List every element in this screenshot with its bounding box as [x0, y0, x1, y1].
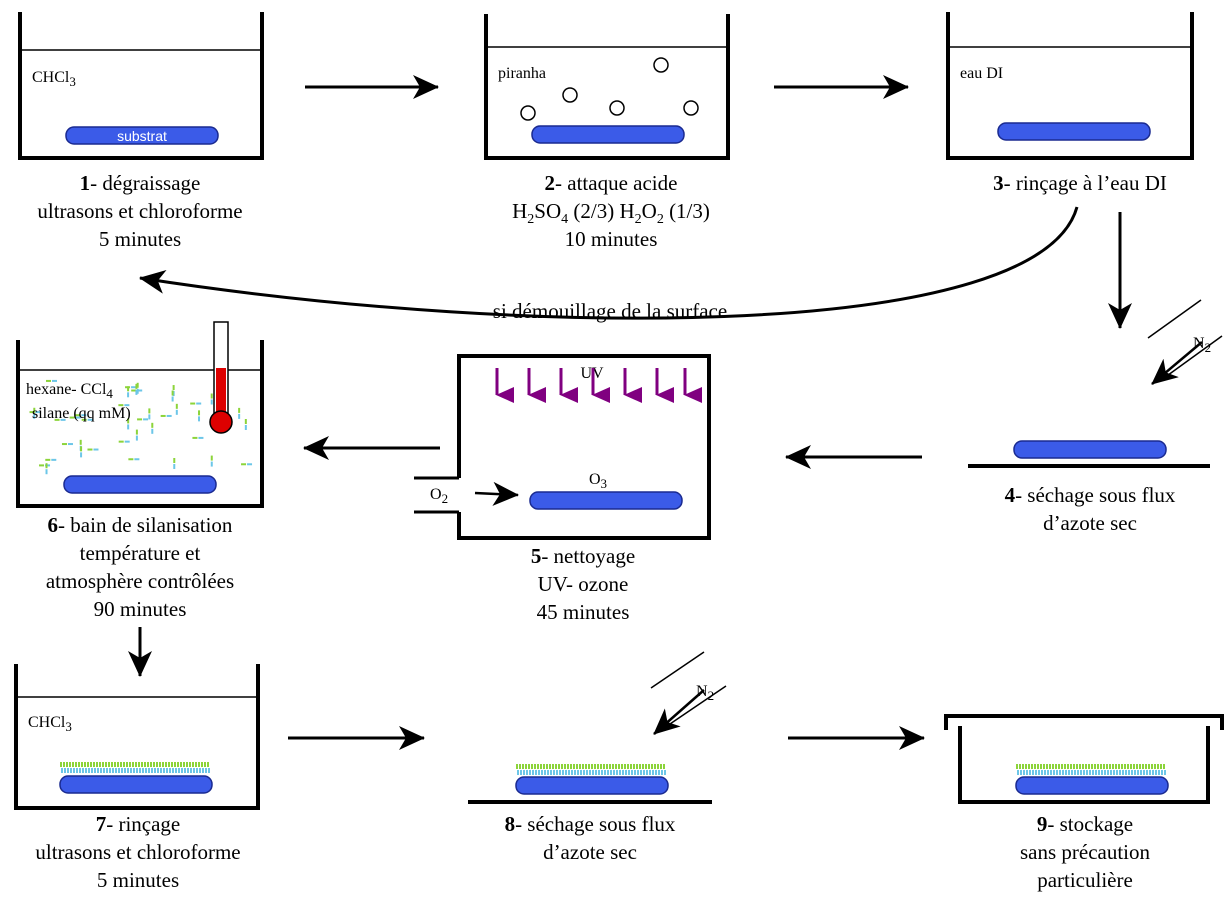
silane-film — [516, 764, 666, 775]
solvent-label: piranha — [498, 65, 546, 82]
svg-text:7- rinçage: 7- rinçage — [96, 812, 181, 836]
svg-text:sans précaution: sans précaution — [1020, 840, 1151, 864]
svg-text:d’azote sec: d’azote sec — [543, 840, 637, 864]
svg-text:atmosphère contrôlées: atmosphère contrôlées — [46, 569, 234, 593]
step-9-storage-box — [944, 714, 1224, 804]
solvent-label: CHCl3 — [32, 69, 76, 89]
step-4-caption: 4- séchage sous flux d’azote sec — [1005, 483, 1176, 535]
gas-label: N2 — [1193, 335, 1211, 355]
o3-label: O3 — [589, 471, 607, 491]
step-2-caption: 2- attaque acide H2SO4 (2/3) H2O2 (1/3) … — [512, 171, 710, 251]
step-8-drying: N2 — [468, 651, 727, 804]
gas-label: N2 — [696, 683, 714, 703]
step-7-beaker: CHCl3 — [14, 664, 260, 810]
step-5-caption: 5- nettoyage UV- ozone 45 minutes — [531, 544, 635, 624]
silane-molecules — [29, 379, 253, 475]
solvent-label: eau DI — [960, 65, 1003, 82]
svg-text:H2SO4 (2/3) H2O2 (1/3): H2SO4 (2/3) H2O2 (1/3) — [512, 199, 710, 227]
loop-arrow-3-to-1 — [139, 206, 1079, 320]
svg-text:UV- ozone: UV- ozone — [538, 572, 629, 596]
svg-text:90 minutes: 90 minutes — [94, 597, 187, 621]
solvent-label: CHCl3 — [28, 714, 72, 734]
svg-text:45 minutes: 45 minutes — [537, 600, 630, 624]
o2-label: O2 — [430, 486, 448, 506]
substrate — [63, 475, 217, 494]
step-3-beaker: eau DI — [946, 12, 1194, 160]
loop-label: si démouillage de la surface — [493, 299, 727, 323]
svg-text:6- bain de silanisation: 6- bain de silanisation — [48, 513, 233, 537]
step-2-beaker: piranha — [484, 14, 730, 160]
step-4-drying: N2 — [968, 299, 1223, 468]
silane-film — [1016, 764, 1166, 775]
solvent-label: hexane- CCl4 — [26, 381, 113, 401]
svg-text:température et: température et — [80, 541, 201, 565]
svg-text:5 minutes: 5 minutes — [99, 227, 181, 251]
step-7-caption: 7- rinçage ultrasons et chloroforme 5 mi… — [35, 812, 240, 892]
svg-text:3- rinçage à l’eau DI: 3- rinçage à l’eau DI — [993, 171, 1167, 195]
step-5-uv-ozone-chamber: UV O2 O3 — [414, 354, 711, 540]
step-6-caption: 6- bain de silanisation température et a… — [46, 513, 234, 621]
substrate — [997, 122, 1151, 141]
substrate-label: substrat — [117, 128, 167, 144]
step-3-caption: 3- rinçage à l’eau DI — [993, 171, 1167, 195]
thermometer-icon — [209, 321, 233, 434]
svg-text:ultrasons et chloroforme: ultrasons et chloroforme — [35, 840, 240, 864]
svg-text:5 minutes: 5 minutes — [97, 868, 179, 892]
step-1-beaker: substrat CHCl3 — [18, 12, 264, 160]
step-6-silanization-bath: hexane- CCl4 silane (qq mM) — [16, 321, 264, 508]
bubbles — [520, 57, 699, 121]
svg-text:5- nettoyage: 5- nettoyage — [531, 544, 635, 568]
svg-text:particulière: particulière — [1037, 868, 1133, 892]
silane-film — [60, 762, 210, 773]
svg-text:ultrasons et chloroforme: ultrasons et chloroforme — [37, 199, 242, 223]
svg-text:2- attaque acide: 2- attaque acide — [545, 171, 678, 195]
svg-text:9- stockage: 9- stockage — [1037, 812, 1133, 836]
substrate — [515, 776, 669, 795]
silane-label: silane (qq mM) — [32, 405, 131, 422]
substrate — [1015, 776, 1169, 795]
step-9-caption: 9- stockage sans précaution particulière — [1020, 812, 1151, 892]
svg-text:4- séchage sous flux: 4- séchage sous flux — [1005, 483, 1176, 507]
substrate — [65, 126, 219, 145]
substrate — [59, 775, 213, 794]
substrate — [529, 491, 683, 510]
svg-text:1- dégraissage: 1- dégraissage — [80, 171, 201, 195]
step-1-caption: 1- dégraissage ultrasons et chloroforme … — [37, 171, 242, 251]
svg-text:d’azote sec: d’azote sec — [1043, 511, 1137, 535]
svg-text:8- séchage sous flux: 8- séchage sous flux — [505, 812, 676, 836]
uv-arrows — [495, 368, 702, 403]
step-8-caption: 8- séchage sous flux d’azote sec — [505, 812, 676, 864]
substrate — [531, 125, 685, 144]
svg-text:10 minutes: 10 minutes — [565, 227, 658, 251]
substrate — [1013, 440, 1167, 459]
